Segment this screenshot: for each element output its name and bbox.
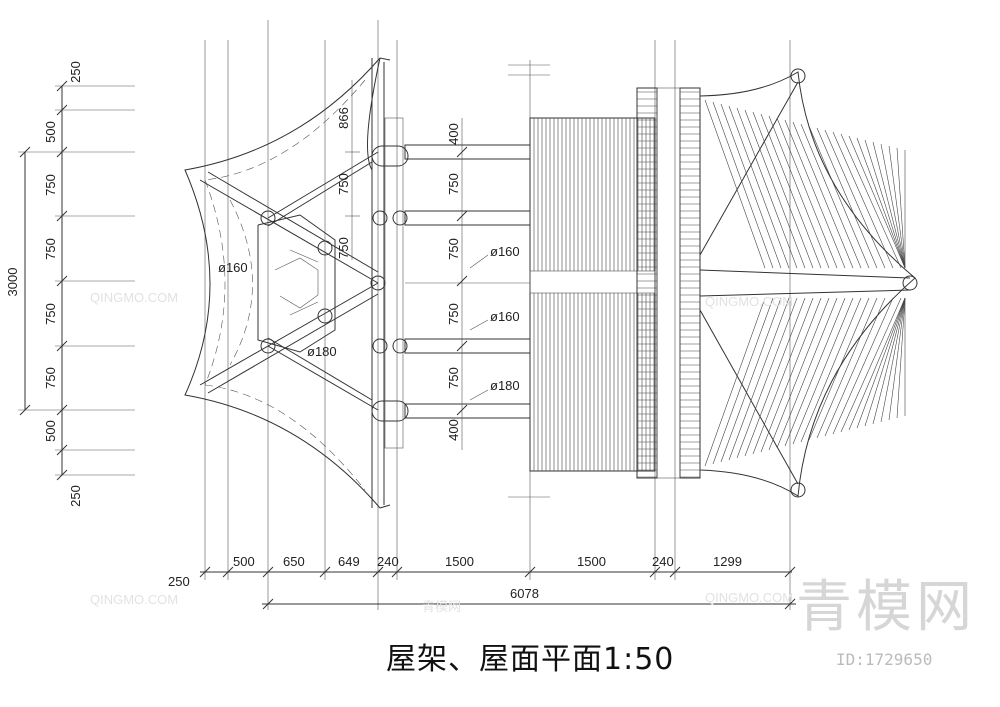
watermark-2: QINGMO.COM — [90, 592, 179, 607]
dim-right-400a: 400 — [446, 123, 461, 145]
dim-total-height: 3000 — [5, 268, 20, 297]
image-id: ID:1729650 — [836, 650, 933, 669]
dim-seg-2: 500 — [43, 121, 58, 143]
right-pipe-labels: ø160 ø160 ø180 — [469, 244, 520, 401]
dim-inner-750b: 750 — [336, 237, 351, 259]
pipe-label-left-160: ø160 — [218, 260, 248, 275]
watermark-4: QINGMO.COM — [705, 294, 794, 309]
dim-right-750a: 750 — [446, 173, 461, 195]
left-inner-dims: 866 750 750 — [336, 80, 360, 260]
watermark-3: QINGMO.COM — [705, 590, 794, 605]
dim-h-total: 6078 — [510, 586, 539, 601]
pipe-label-right-160a: ø160 — [490, 244, 520, 259]
dim-h-650: 650 — [283, 554, 305, 569]
dim-seg-1: 250 — [68, 61, 83, 83]
dim-right-400b: 400 — [446, 419, 461, 441]
dim-seg-8: 250 — [68, 485, 83, 507]
roof-deck — [529, 117, 656, 472]
dim-right-750d: 750 — [446, 367, 461, 389]
grid-lines — [204, 20, 791, 610]
dim-seg-4: 750 — [43, 238, 58, 260]
dim-h-649: 649 — [338, 554, 360, 569]
dim-inner-750a: 750 — [336, 173, 351, 195]
watermark-5: 青模网 — [422, 599, 462, 614]
dim-seg-5: 750 — [43, 303, 58, 325]
dim-h-1500a: 1500 — [445, 554, 474, 569]
watermark-1: QINGMO.COM — [90, 290, 179, 305]
pipe-label-right-180: ø180 — [490, 378, 520, 393]
dim-h-240a: 240 — [377, 554, 399, 569]
pipe-label-right-160b: ø160 — [490, 309, 520, 324]
dim-seg-6: 750 — [43, 367, 58, 389]
ridge-beams — [636, 87, 701, 479]
dim-seg-3: 750 — [43, 174, 58, 196]
bottom-dimension-chain: 250 500 650 649 240 1500 1500 240 1299 6… — [168, 554, 796, 610]
dim-right-750c: 750 — [446, 303, 461, 325]
right-vertical-dims: 400 750 750 750 750 400 — [446, 118, 468, 450]
dim-866: 866 — [336, 107, 351, 129]
roof-right-curved — [699, 68, 918, 498]
dim-h-250: 250 — [168, 574, 190, 589]
dim-h-500: 500 — [233, 554, 255, 569]
dim-right-750b: 750 — [446, 238, 461, 260]
dim-seg-7: 500 — [43, 420, 58, 442]
site-logo: 青模网 — [796, 575, 976, 640]
drawing-title: 屋架、屋面平面1:50 — [386, 642, 675, 677]
pipe-label-left-180: ø180 — [307, 344, 337, 359]
roof-frame-left — [184, 57, 409, 509]
dim-h-1299: 1299 — [713, 554, 742, 569]
dim-h-1500b: 1500 — [577, 554, 606, 569]
left-dimension-chain: 3000 250 500 750 750 750 750 500 250 — [5, 61, 135, 507]
dim-h-240b: 240 — [652, 554, 674, 569]
